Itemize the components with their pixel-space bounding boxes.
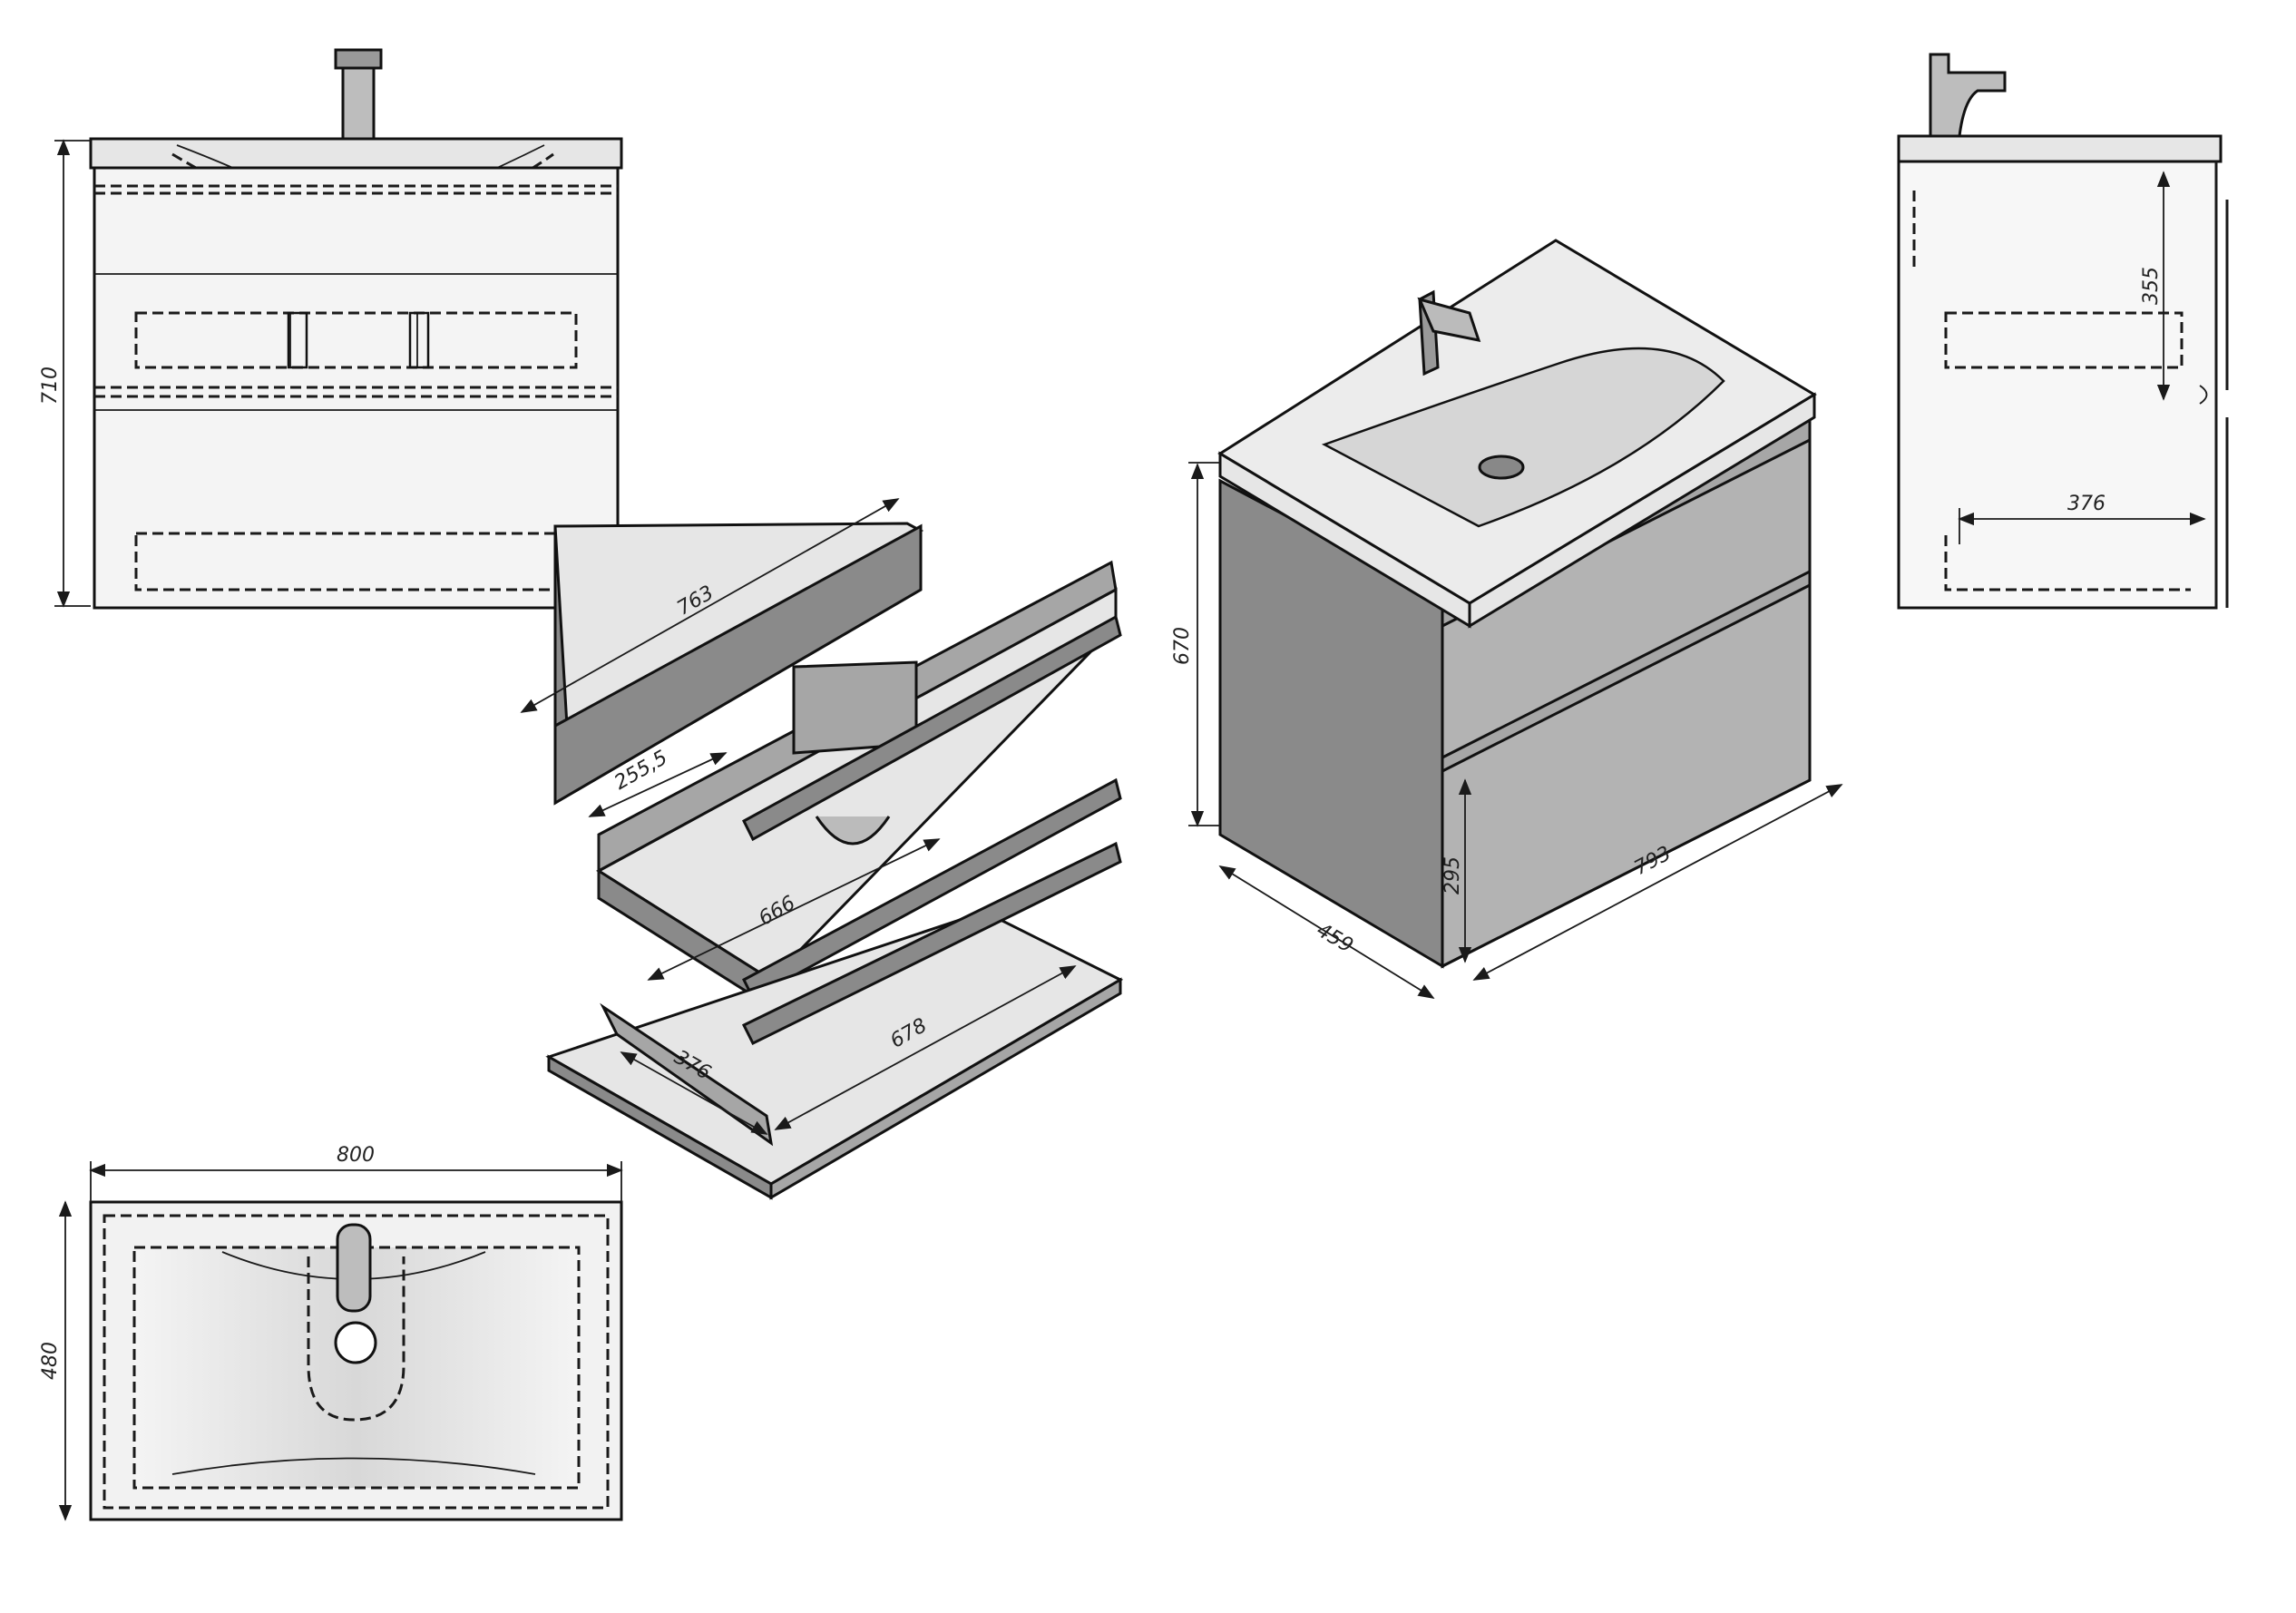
- exploded-view: 763 255,5 666 376 678: [520, 498, 1124, 1200]
- front-view: 710: [39, 48, 623, 610]
- dim-iso-height: 670: [1171, 627, 1194, 665]
- dim-front-height: 710: [39, 367, 62, 405]
- top-view: 800 480: [39, 1144, 623, 1521]
- dim-side-depth: 376: [2067, 493, 2105, 515]
- iso-assembly: 670 459 793 295: [1171, 239, 1843, 999]
- dim-top-depth: 480: [39, 1342, 62, 1380]
- side-view: 355 376: [1897, 53, 2229, 610]
- dim-iso-drawer: 295: [1441, 856, 1464, 894]
- dim-top-width: 800: [337, 1144, 375, 1167]
- dim-iso-depth: 459: [1313, 919, 1357, 958]
- dim-side-height: 355: [2140, 267, 2163, 305]
